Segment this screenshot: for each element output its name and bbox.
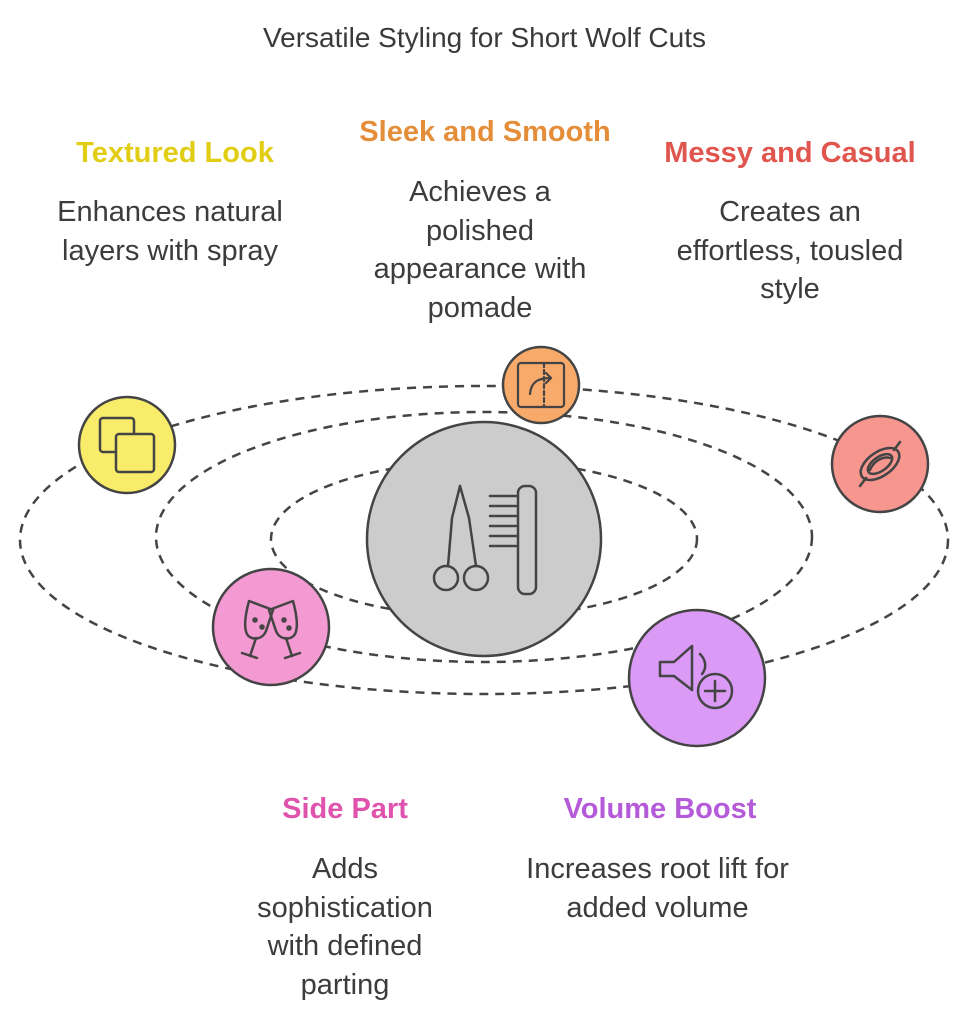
messy-and-casual-description: Creates an effortless, tousled style — [676, 196, 904, 305]
textured-look-heading: Textured Look — [76, 137, 274, 169]
volume-plus-icon — [658, 644, 734, 710]
textured-look-description: Enhances natural layers with spray — [57, 196, 283, 267]
sleek-and-smooth-heading: Sleek and Smooth — [359, 116, 611, 148]
orbit-middle — [154, 410, 814, 664]
champagne-glasses-icon — [240, 599, 302, 660]
messy-and-casual-heading: Messy and Casual — [664, 137, 916, 169]
copy-squares-icon — [98, 416, 156, 474]
door-open-icon — [516, 361, 566, 409]
orbit-outer — [18, 384, 950, 696]
sleek-and-smooth-description: Achieves a polished appearance with poma… — [373, 176, 587, 324]
sleek-and-smooth-node — [501, 345, 581, 425]
volume-boost-heading: Volume Boost — [563, 793, 757, 825]
diagram-title: Versatile Styling for Short Wolf Cuts — [263, 22, 706, 53]
rope-knot-icon — [858, 440, 902, 488]
side-part-node — [211, 567, 331, 687]
volume-boost-description: Increases root lift for added volume — [526, 853, 789, 924]
volume-boost-node — [627, 608, 767, 748]
side-part-heading: Side Part — [282, 793, 408, 825]
side-part-description: Adds sophistication with defined parting — [257, 853, 433, 1001]
center-circle — [365, 420, 603, 658]
messy-and-casual-node — [830, 414, 930, 514]
scissors-comb-icon — [432, 484, 538, 596]
